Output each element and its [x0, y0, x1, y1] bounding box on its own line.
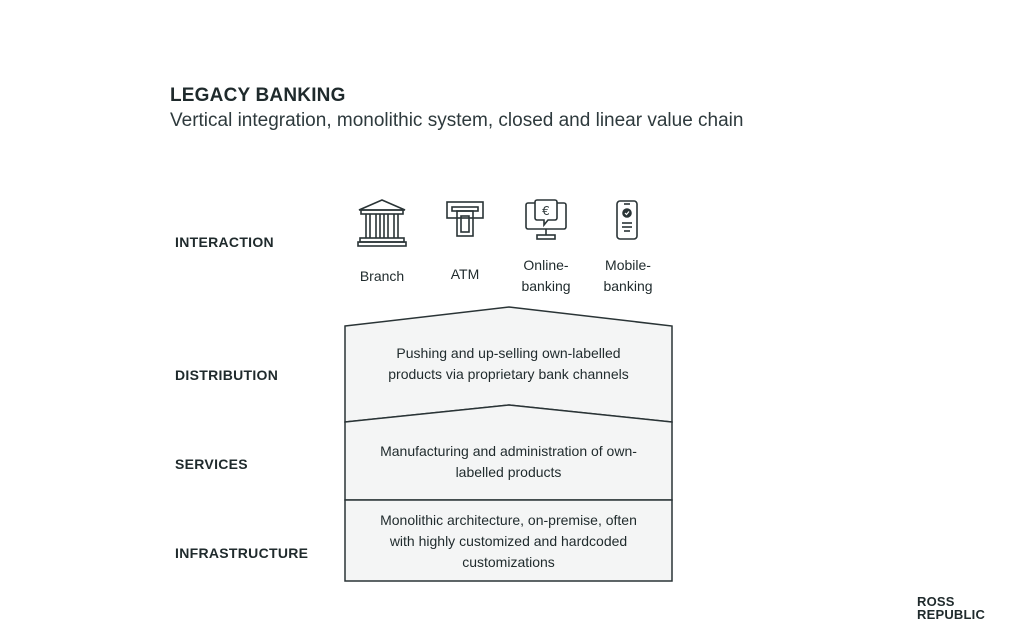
layer-label-infrastructure: INFRASTRUCTURE: [175, 545, 309, 561]
infrastructure-box: [344, 499, 673, 582]
layer-label-interaction: INTERACTION: [175, 234, 274, 250]
smartphone-icon: [616, 200, 638, 240]
services-description: Manufacturing and administration of own-…: [380, 443, 637, 480]
svg-text:€: €: [542, 204, 550, 218]
diagram-title: LEGACY BANKING: [170, 85, 346, 106]
logo-line-1: ROSS: [917, 594, 955, 609]
layer-label-distribution: DISTRIBUTION: [175, 367, 279, 383]
channel-label-online-banking: Online- banking: [521, 257, 571, 294]
ross-republic-logo: ROSS REPUBLIC: [917, 595, 985, 621]
distribution-description: Pushing and up-selling own-labelled prod…: [388, 345, 629, 382]
atm-icon: [446, 201, 484, 237]
channel-label-atm: ATM: [450, 266, 480, 282]
layer-label-services: SERVICES: [175, 456, 248, 472]
channel-label-mobile-banking: Mobile- banking: [603, 257, 653, 294]
services-box: [344, 404, 673, 501]
logo-line-2: REPUBLIC: [917, 607, 986, 622]
diagram-subtitle: Vertical integration, monolithic system,…: [170, 110, 744, 131]
channel-label-branch: Branch: [359, 268, 405, 284]
infrastructure-description: Monolithic architecture, on-premise, oft…: [380, 512, 637, 570]
monitor-euro-icon: €: [525, 199, 567, 240]
bank-building-icon: [357, 199, 407, 247]
